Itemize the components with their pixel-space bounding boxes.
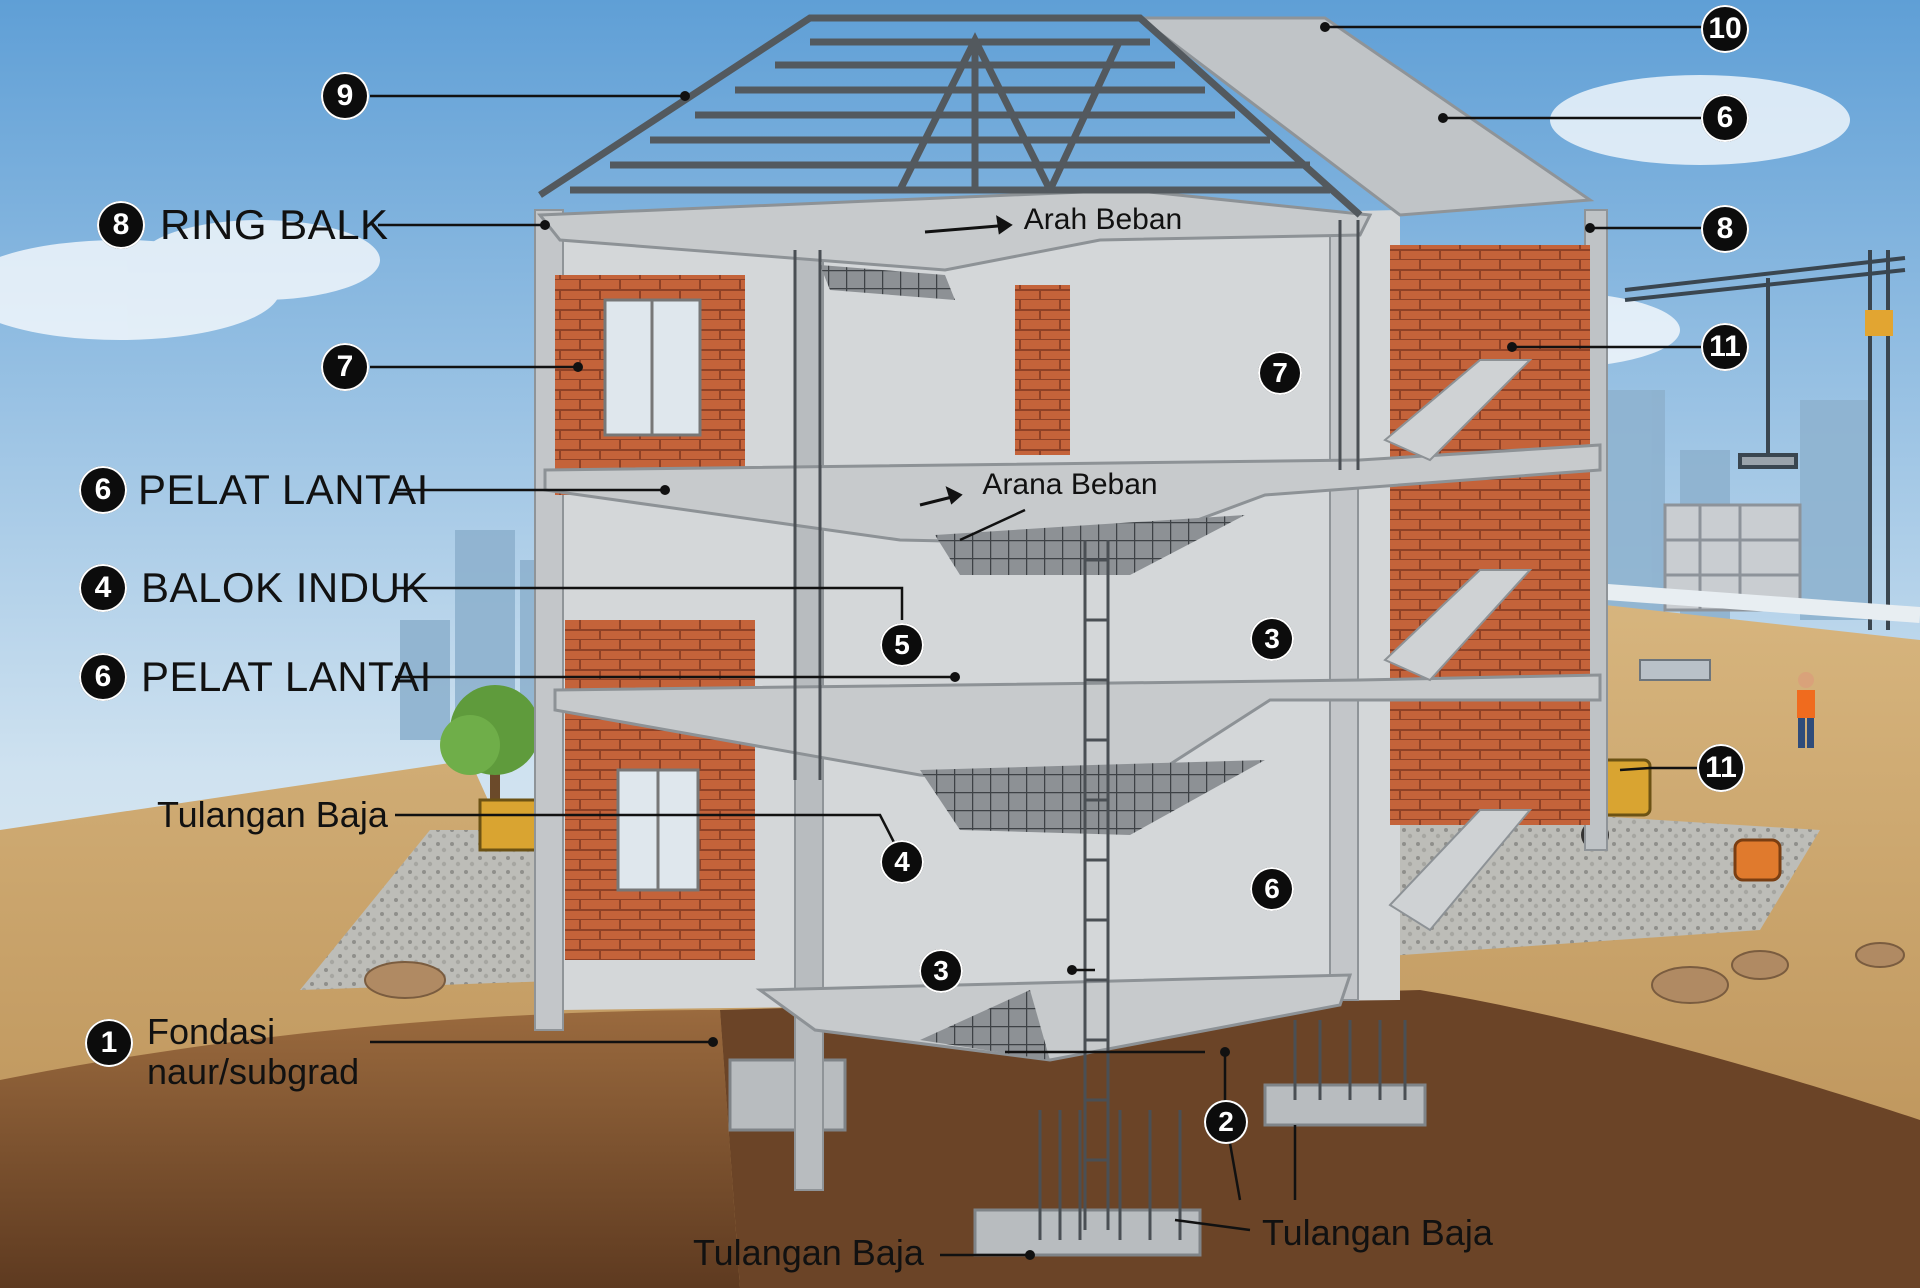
rebar-mesh-level-1 xyxy=(920,990,1050,1060)
rocks xyxy=(364,942,1905,1004)
worker xyxy=(1797,672,1815,748)
rebar-mesh-level-3 xyxy=(935,515,1245,575)
label-tulangan-baja-right: Tulangan Baja xyxy=(1262,1212,1493,1253)
excavation-soil xyxy=(0,1010,740,1288)
label-pelat-lantai-top: PELAT LANTAI xyxy=(138,466,429,513)
rebar-mesh-top xyxy=(820,265,955,300)
marker-6-pelat-lantai-top: 6 xyxy=(79,466,127,514)
window-low xyxy=(616,768,700,892)
building xyxy=(534,188,1608,1230)
foundation-footings xyxy=(728,1058,1427,1257)
rebar-mesh-level-2 xyxy=(920,760,1265,835)
marker-10-roof: 10 xyxy=(1701,5,1749,53)
marker-11-equipment: 11 xyxy=(1697,744,1745,792)
brick-wall-inner xyxy=(1015,285,1070,455)
marker-2-footing: 2 xyxy=(1204,1100,1248,1144)
label-fondasi-line2: naur/subgrad xyxy=(147,1051,360,1092)
marker-9-roof-truss: 9 xyxy=(321,72,369,120)
crane-cab xyxy=(1865,310,1893,336)
load-direction-arrows xyxy=(919,215,1013,507)
marker-8-ring-balk: 8 xyxy=(97,201,145,249)
marker-4-beam-low: 4 xyxy=(880,840,924,884)
right-column xyxy=(1329,219,1359,1001)
steel-roof-truss xyxy=(538,14,1363,218)
label-fondasi-line1: Fondasi xyxy=(147,1011,276,1052)
marker-5-beam: 5 xyxy=(880,623,924,667)
marker-6-roof-slab: 6 xyxy=(1701,94,1749,142)
marker-6-core-low: 6 xyxy=(1250,867,1294,911)
marker-3-ground-column: 3 xyxy=(919,949,963,993)
label-fondasi: Fondasi naur/subgrad xyxy=(147,1012,359,1092)
leader-dots xyxy=(540,22,1595,1260)
marker-7-core-wall: 7 xyxy=(1258,351,1302,395)
slab-level-3 xyxy=(543,443,1602,547)
site-fence xyxy=(1579,582,1920,623)
marker-1-fondasi: 1 xyxy=(85,1019,133,1067)
label-tulangan-baja-left: Tulangan Baja xyxy=(157,794,388,835)
brick-wall-right xyxy=(1390,245,1590,825)
label-ring-balk: RING BALK xyxy=(160,201,389,248)
label-arana-beban: Arana Beban xyxy=(982,468,1158,501)
marker-11-stairs: 11 xyxy=(1701,323,1749,371)
marker-7-wall: 7 xyxy=(321,343,369,391)
slab-level-2 xyxy=(553,673,1602,792)
window-top xyxy=(603,298,702,437)
slab-level-1 xyxy=(755,973,1353,1062)
marker-6-pelat-lantai-mid: 6 xyxy=(79,653,127,701)
back-wall xyxy=(560,210,1400,1010)
stairs xyxy=(1383,359,1533,932)
tree xyxy=(440,685,540,810)
label-tulangan-baja-center: Tulangan Baja xyxy=(693,1232,924,1273)
rebar-column xyxy=(793,220,1360,1230)
label-balok-induk: BALOK INDUK xyxy=(141,564,429,611)
callout-leaders xyxy=(370,25,1702,1257)
marker-8-ring-balk-right: 8 xyxy=(1701,205,1749,253)
marker-4-balok-induk: 4 xyxy=(79,564,127,612)
label-pelat-lantai-mid: PELAT LANTAI xyxy=(141,653,432,700)
label-arah-beban: Arah Beban xyxy=(1023,203,1183,236)
roof-slab-right xyxy=(1135,16,1595,217)
footing-rebar xyxy=(1038,1020,1407,1240)
marker-3-core-mid: 3 xyxy=(1250,617,1294,661)
gravel-bed-left xyxy=(300,830,580,990)
